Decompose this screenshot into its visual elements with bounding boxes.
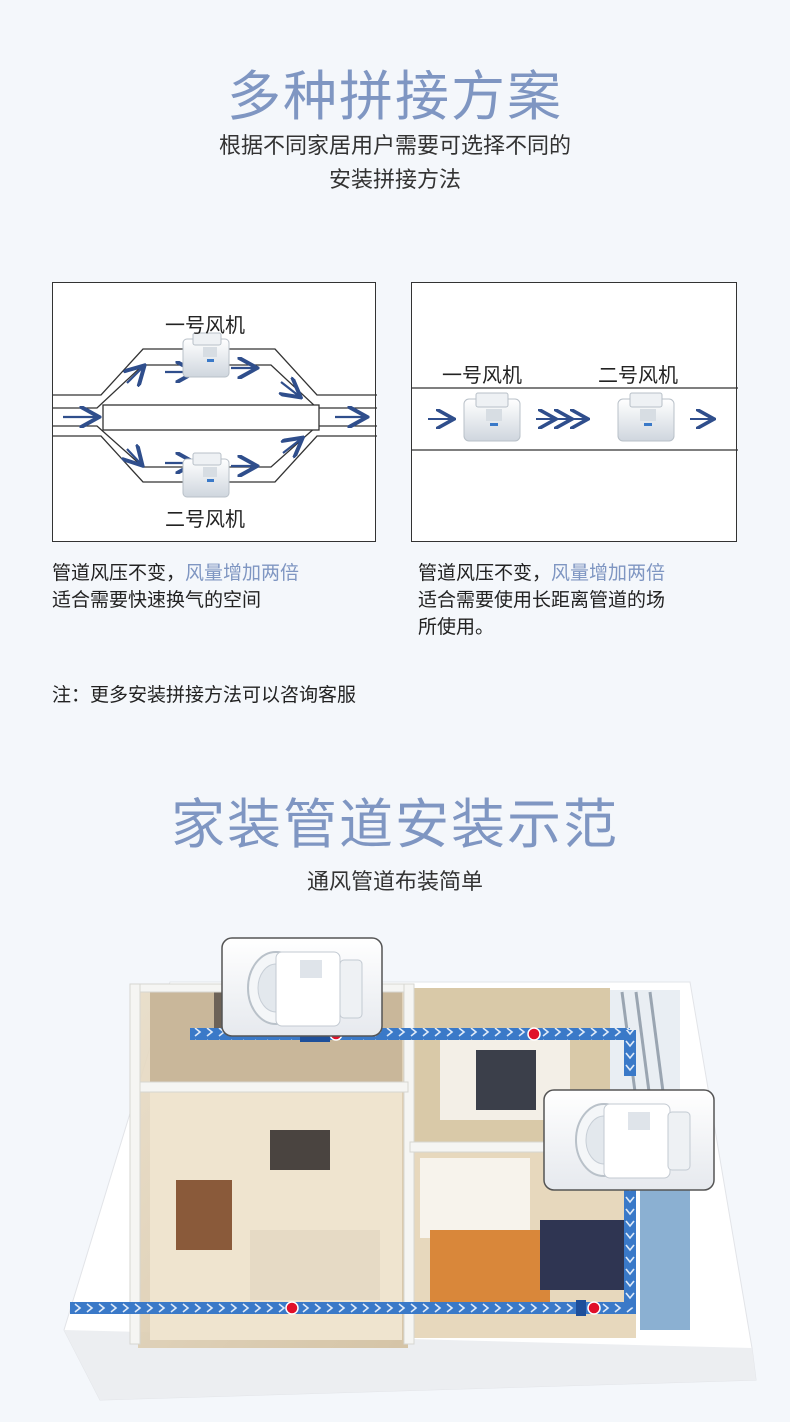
parallel-duct-drawing [53, 332, 377, 498]
fan-1-label: 一号风机 [165, 313, 245, 337]
series-diagram: 一号风机 二号风机 [411, 282, 738, 542]
house-floorplan-illustration [63, 937, 757, 1401]
subtitle-line-1: 根据不同家居用户需要可选择不同的 [218, 134, 571, 159]
series-duct-drawing [412, 387, 738, 451]
inline-fan-icon [182, 452, 230, 498]
parallel-diagram: 一号风机 二号风机 [52, 282, 377, 542]
outlet-marker [285, 1301, 299, 1315]
consult-note: 注：更多安装拼接方法可以咨询客服 [52, 684, 357, 706]
inline-fan-icon [543, 1089, 715, 1191]
inline-fan-icon [221, 937, 383, 1037]
outlet-marker [527, 1027, 541, 1041]
highlight-text: 风量增加两倍 [185, 562, 300, 584]
section-title-installation: 家装管道安装示范 [171, 793, 619, 856]
highlight-text: 风量增加两倍 [551, 562, 666, 584]
outlet-marker [587, 1301, 601, 1315]
parallel-description: 管道风压不变，风量增加两倍 适合需要快速换气的空间 [52, 562, 300, 611]
section-title-splicing: 多种拼接方案 [227, 65, 563, 128]
subtitle-line-2: 安装拼接方法 [328, 168, 461, 193]
series-description: 管道风压不变，风量增加两倍 适合需要使用长距离管道的场 所使用。 [418, 562, 666, 638]
duct-vertical [624, 1170, 636, 1310]
section-subtitle-installation: 通风管道布装简单 [306, 870, 483, 895]
fan-2-label: 二号风机 [598, 363, 678, 387]
fan-2-label: 二号风机 [165, 507, 245, 531]
duct-lower [70, 1302, 636, 1314]
section-subtitle-splicing: 根据不同家居用户需要可选择不同的 安装拼接方法 [0, 130, 790, 198]
inline-fan-icon [463, 392, 521, 442]
inline-fan-icon [617, 392, 675, 442]
inline-fan-icon [182, 332, 230, 378]
fan-1-label: 一号风机 [442, 363, 522, 387]
